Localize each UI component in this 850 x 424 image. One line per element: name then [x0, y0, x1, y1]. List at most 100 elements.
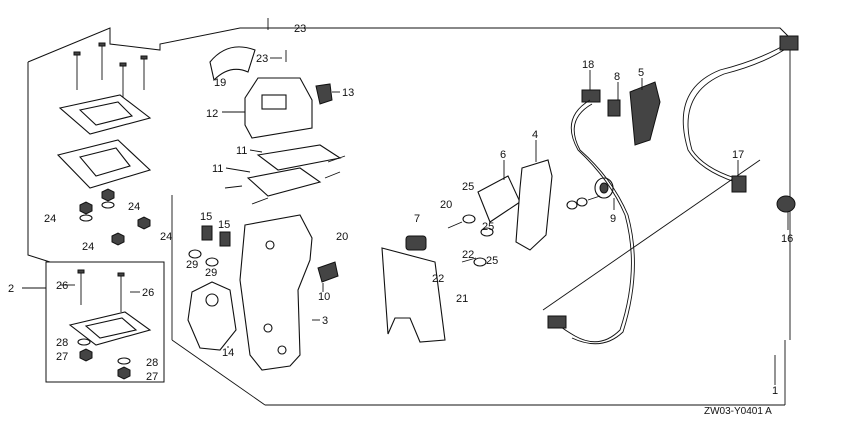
part-11-plates — [246, 144, 342, 197]
callout-29: 29 — [205, 267, 217, 279]
callout-25: 25 — [486, 255, 498, 267]
callout-19: 19 — [214, 77, 226, 89]
callout-20: 20 — [336, 231, 348, 243]
hardware-right — [447, 195, 601, 267]
nut-icon — [101, 188, 115, 202]
plug-icon — [779, 35, 799, 51]
part-19-cover-shield — [209, 46, 256, 82]
callout-labels: 23 23 19 12 13 11 11 15 15 29 29 20 10 3… — [8, 23, 793, 397]
callout-3: 3 — [322, 315, 328, 327]
bolt-icon — [73, 51, 81, 90]
nut-icon — [79, 201, 93, 215]
callout-22: 22 — [432, 273, 444, 285]
callout-20: 20 — [440, 199, 452, 211]
nut-icon — [117, 366, 131, 380]
callout-25: 25 — [462, 181, 474, 193]
sub-assembly-parts — [68, 269, 152, 380]
callout-5: 5 — [638, 67, 644, 79]
diagram-code: ZW03-Y0401 A — [704, 406, 772, 417]
bolt-icon — [98, 42, 106, 80]
callout-15: 15 — [200, 211, 212, 223]
callout-27: 27 — [146, 371, 158, 383]
gasket-plate-lower — [56, 139, 152, 189]
part-16-grommet — [776, 195, 796, 213]
part-14-gasket — [187, 281, 237, 351]
callout-6: 6 — [500, 149, 506, 161]
plug-icon — [547, 315, 567, 329]
callout-13: 13 — [342, 87, 354, 99]
callout-16: 16 — [781, 233, 793, 245]
part-4-lever — [515, 159, 553, 251]
callout-2: 2 — [8, 283, 14, 295]
gasket-plate-upper — [58, 94, 152, 135]
callout-29: 29 — [186, 259, 198, 271]
callout-21: 21 — [456, 293, 468, 305]
callout-4: 4 — [532, 129, 538, 141]
small-screws-center — [224, 18, 346, 205]
callout-27: 27 — [56, 351, 68, 363]
bolt-icon — [77, 269, 85, 305]
callout-11: 11 — [236, 145, 247, 157]
gasket-sheet — [381, 247, 446, 343]
callout-10: 10 — [318, 291, 330, 303]
washer-icon — [77, 338, 91, 346]
part-3-housing — [239, 214, 313, 371]
callout-1: 1 — [772, 385, 778, 397]
callout-8: 8 — [614, 71, 620, 83]
washer-icon — [101, 201, 115, 209]
assembly-2-frame — [22, 261, 165, 383]
assembly-1-frame — [27, 27, 791, 406]
part-17-cable — [682, 35, 799, 193]
callout-7: 7 — [414, 213, 420, 225]
part-6-block — [477, 175, 521, 223]
washer-icon — [117, 357, 131, 365]
callout-15: 15 — [218, 219, 230, 231]
mounting-bolts-top — [73, 42, 148, 98]
washer-icon — [188, 249, 202, 259]
callout-24: 24 — [82, 241, 94, 253]
part-10-bracket — [317, 261, 339, 283]
washer-icon — [566, 200, 578, 210]
nut-icon — [137, 216, 151, 230]
part-13-clip — [315, 83, 333, 105]
main-cable-loop — [547, 99, 635, 345]
washer-icon — [205, 257, 219, 267]
bolt-icon — [119, 62, 127, 98]
bolt-icon — [140, 55, 148, 90]
clip-icon — [315, 83, 333, 105]
callout-11: 11 — [212, 163, 223, 175]
callout-17: 17 — [732, 149, 744, 161]
callout-23: 23 — [256, 53, 268, 65]
callout-24: 24 — [44, 213, 56, 225]
part-8-clip — [607, 99, 621, 117]
clip-icon — [317, 261, 339, 283]
part-7-cap — [405, 235, 427, 251]
part-15-switches — [201, 225, 231, 247]
leader-lines — [60, 27, 789, 385]
callout-12: 12 — [206, 108, 218, 120]
washer-icon — [576, 197, 588, 207]
part-29-washers — [188, 249, 219, 267]
callout-26: 26 — [142, 287, 154, 299]
washer-icon — [480, 227, 494, 237]
callout-28: 28 — [56, 337, 68, 349]
washer-icon — [79, 214, 93, 222]
callout-24: 24 — [128, 201, 140, 213]
washer-icon — [462, 214, 476, 224]
washer-icon — [473, 257, 487, 267]
part-5-handle — [629, 81, 661, 146]
part-12-cover — [244, 77, 313, 139]
bolt-icon — [117, 272, 125, 312]
callout-14: 14 — [222, 347, 234, 359]
callout-26: 26 — [56, 280, 68, 292]
callout-28: 28 — [146, 357, 158, 369]
callout-22: 22 — [462, 249, 474, 261]
callout-25: 25 — [482, 221, 494, 233]
part-18-connector — [581, 89, 601, 103]
callout-9: 9 — [610, 213, 616, 225]
plug-icon — [731, 175, 747, 193]
callout-24: 24 — [160, 231, 172, 243]
nuts-group — [79, 188, 151, 246]
nut-icon — [79, 348, 93, 362]
